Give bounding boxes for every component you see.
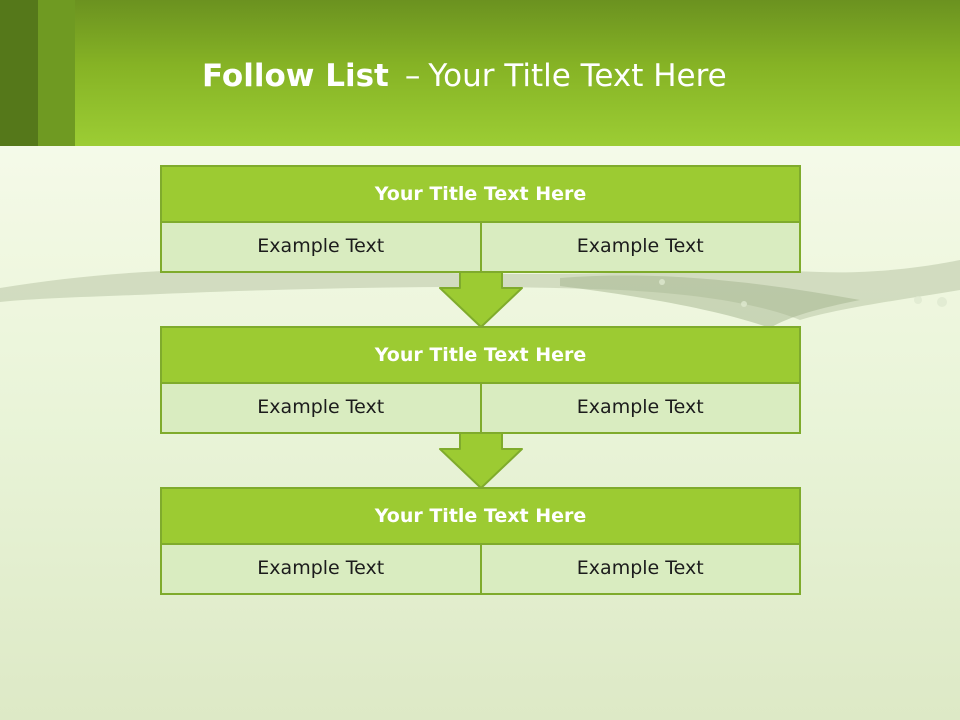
arrow-down-icon	[439, 432, 523, 489]
header-stripe-dark	[0, 0, 38, 146]
water-wave-decoration	[0, 260, 960, 328]
header-stripe-mid	[38, 0, 75, 146]
header-band: Follow List–Your Title Text Here	[0, 0, 960, 146]
step-row: Example Text Example Text	[162, 223, 799, 271]
step-cell-left: Example Text	[257, 235, 385, 257]
slide-title-rest: Your Title Text Here	[428, 58, 727, 94]
step-box-3: Your Title Text Here Example Text Exampl…	[160, 487, 801, 595]
step-title: Your Title Text Here	[162, 167, 799, 223]
arrow-down-icon	[439, 271, 523, 328]
step-box-2: Your Title Text Here Example Text Exampl…	[160, 326, 801, 434]
slide-title-separator: –	[404, 58, 421, 94]
step-row: Example Text Example Text	[162, 384, 799, 432]
slide-title-bold: Follow List	[202, 58, 389, 94]
step-title: Your Title Text Here	[162, 489, 799, 545]
slide-title: Follow List–Your Title Text Here	[202, 54, 727, 98]
step-cell-left: Example Text	[257, 557, 385, 579]
step-box-1: Your Title Text Here Example Text Exampl…	[160, 165, 801, 273]
step-cell-right: Example Text	[479, 384, 800, 432]
step-cell-right: Example Text	[479, 223, 800, 271]
step-cell-right: Example Text	[479, 545, 800, 593]
step-row: Example Text Example Text	[162, 545, 799, 593]
step-cell-left: Example Text	[257, 396, 385, 418]
step-title: Your Title Text Here	[162, 328, 799, 384]
